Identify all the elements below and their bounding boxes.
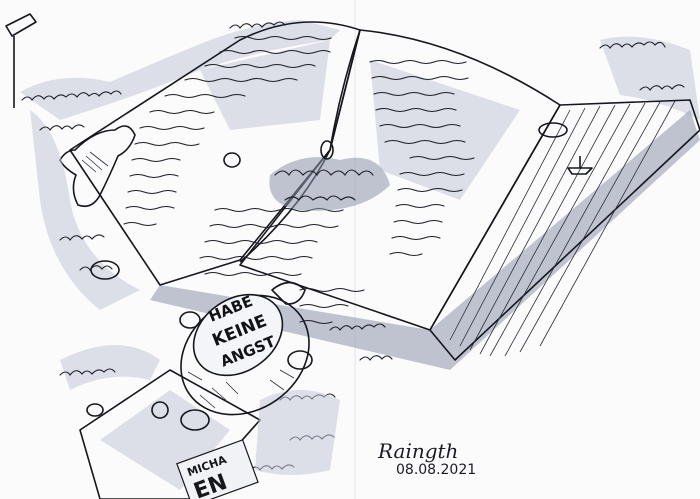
small-shells bbox=[223, 122, 568, 168]
page-island bbox=[269, 157, 390, 211]
foreground-plants bbox=[59, 323, 393, 475]
left-plants bbox=[30, 110, 140, 310]
signpost bbox=[5, 13, 37, 108]
left-page-handwriting bbox=[123, 35, 365, 325]
open-book bbox=[69, 21, 700, 370]
right-page-handwriting bbox=[369, 59, 475, 257]
book-spine: MICHA EN bbox=[176, 439, 259, 499]
artist-signature: Raingth bbox=[377, 439, 458, 463]
horse-figure bbox=[59, 125, 136, 208]
background-shrubs bbox=[20, 20, 700, 120]
tortoise bbox=[179, 281, 313, 431]
tiny-boat bbox=[567, 156, 593, 175]
artwork-date: 08.08.2021 bbox=[396, 462, 476, 478]
